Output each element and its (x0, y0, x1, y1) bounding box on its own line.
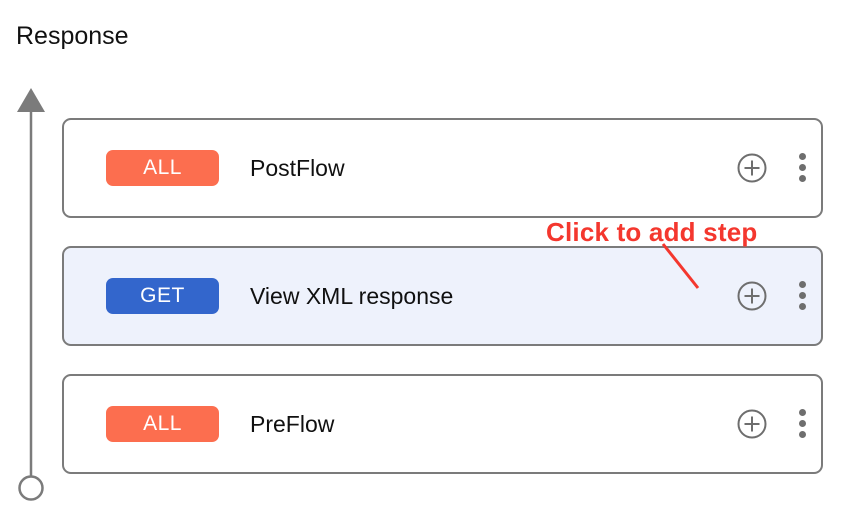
circle-plus-icon[interactable] (737, 281, 767, 311)
flow-card-view-xml-response[interactable]: GET View XML response (62, 246, 823, 346)
flow-card-preflow[interactable]: ALL PreFlow (62, 374, 823, 474)
circle-plus-icon[interactable] (737, 409, 767, 439)
method-badge: ALL (106, 150, 219, 186)
annotation-label: Click to add step (546, 217, 758, 247)
kebab-dot (799, 164, 806, 171)
circle-endpoint-icon (18, 475, 44, 501)
kebab-dot (799, 420, 806, 427)
flow-card-list: ALL PostFlow GET View XML response (62, 118, 823, 474)
kebab-dot (799, 409, 806, 416)
up-arrow-icon (17, 88, 45, 112)
flow-label: View XML response (250, 282, 454, 309)
kebab-dot (799, 175, 806, 182)
kebab-dot (799, 281, 806, 288)
flow-label: PostFlow (250, 154, 345, 181)
flow-direction-rail (17, 88, 45, 501)
method-badge: ALL (106, 406, 219, 442)
kebab-menu-icon[interactable] (799, 281, 806, 311)
kebab-menu-icon[interactable] (799, 153, 806, 183)
method-badge: GET (106, 278, 219, 314)
kebab-dot (799, 303, 806, 310)
kebab-dot (799, 431, 806, 438)
kebab-menu-icon[interactable] (799, 409, 806, 439)
flow-card-postflow[interactable]: ALL PostFlow (62, 118, 823, 218)
kebab-dot (799, 153, 806, 160)
page-title: Response (16, 22, 129, 50)
flow-label: PreFlow (250, 410, 335, 437)
kebab-dot (799, 292, 806, 299)
circle-plus-icon[interactable] (737, 153, 767, 183)
